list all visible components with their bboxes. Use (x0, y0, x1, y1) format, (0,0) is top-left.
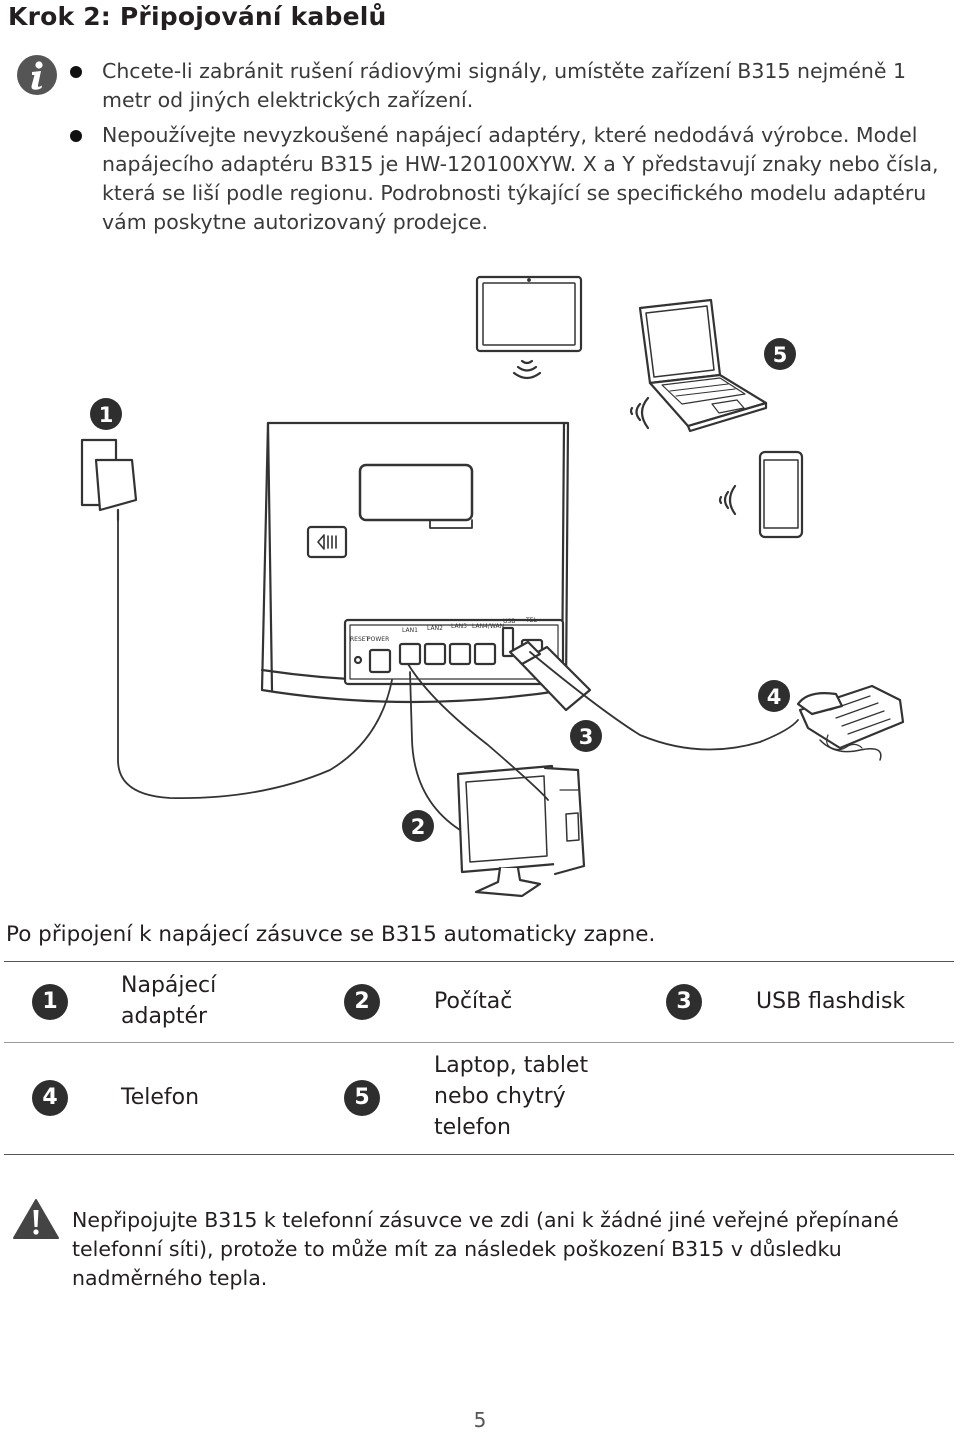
port-label-power: POWER (367, 636, 389, 643)
page-title: Krok 2: Připojování kabelů (8, 2, 387, 31)
tablet-illustration (475, 275, 583, 380)
computer-illustration (456, 764, 586, 898)
note-item: Nepoužívejte nevyzkoušené napájecí adapt… (70, 121, 950, 237)
warning-text: Nepřipojujte B315 k telefonní zásuvce ve… (72, 1208, 899, 1290)
callout-2: 2 (411, 815, 426, 839)
callout-1-badge (90, 398, 122, 430)
port-label-reset: RESET (350, 636, 370, 643)
legend-table: 1 Napájecí adaptér 2 Počítač 3 USB flash… (4, 961, 954, 1155)
info-icon (17, 55, 57, 95)
port-label-lan3: LAN3 (451, 623, 467, 630)
note-item: Chcete-li zabránit rušení rádiovými sign… (70, 57, 950, 115)
legend-label-power-adapter: Napájecí adaptér (121, 973, 217, 1029)
callouts: 1 2 3 4 5 (90, 338, 796, 842)
callout-4-badge (758, 680, 790, 712)
legend-num-badge: 2 (344, 984, 380, 1020)
warning-icon (13, 1199, 59, 1239)
legend-label-computer: Počítač (434, 989, 513, 1014)
smartphone-illustration (718, 450, 804, 539)
callout-4: 4 (767, 685, 782, 709)
legend-label-telephone: Telefon (121, 1085, 200, 1110)
note-text: Nepoužívejte nevyzkoušené napájecí adapt… (102, 123, 939, 234)
port-label-lan2: LAN2 (427, 625, 443, 632)
legend-label-laptop-tablet-phone: Laptop, tablet nebo chytrý telefon (434, 1053, 589, 1140)
legend-num-badge: 1 (32, 984, 68, 1020)
legend-num-badge: 3 (666, 984, 702, 1020)
callout-3: 3 (579, 725, 594, 749)
callout-5: 5 (773, 343, 788, 367)
note-text: Chcete-li zabránit rušení rádiovými sign… (102, 59, 907, 112)
port-label-usb: USB (503, 618, 515, 625)
legend-label-usb-flashdisk: USB flashdisk (756, 989, 906, 1014)
cables (117, 519, 799, 831)
bullet-dot-icon (70, 130, 82, 142)
legend-num-badge: 4 (32, 1080, 68, 1116)
telephone-illustration (796, 684, 905, 761)
port-labels: RESET POWER LAN1 LAN2 LAN3 LAN4/WAN USB … (350, 617, 537, 643)
bullet-dot-icon (70, 66, 82, 78)
port-label-tel: TEL (525, 617, 537, 624)
port-label-lan1: LAN1 (402, 627, 418, 634)
notes-list: Chcete-li zabránit rušení rádiovými sign… (70, 57, 950, 243)
port-label-lan4-wan: LAN4/WAN (472, 623, 504, 630)
usb-flashdisk-illustration (508, 640, 592, 712)
callout-2-badge (402, 810, 434, 842)
legend-divider (4, 1042, 954, 1043)
connection-diagram: RESET POWER LAN1 LAN2 LAN3 LAN4/WAN USB … (80, 275, 905, 898)
page-number: 5 (473, 1408, 487, 1432)
power-adapter-illustration (80, 438, 138, 522)
caption: Po připojení k napájecí zásuvce se B315 … (6, 922, 656, 947)
callout-5-badge (764, 338, 796, 370)
laptop-illustration (629, 298, 768, 433)
callout-3-badge (570, 720, 602, 752)
legend-num-badge: 5 (344, 1080, 380, 1116)
callout-1: 1 (99, 403, 114, 427)
router-illustration (260, 421, 570, 704)
